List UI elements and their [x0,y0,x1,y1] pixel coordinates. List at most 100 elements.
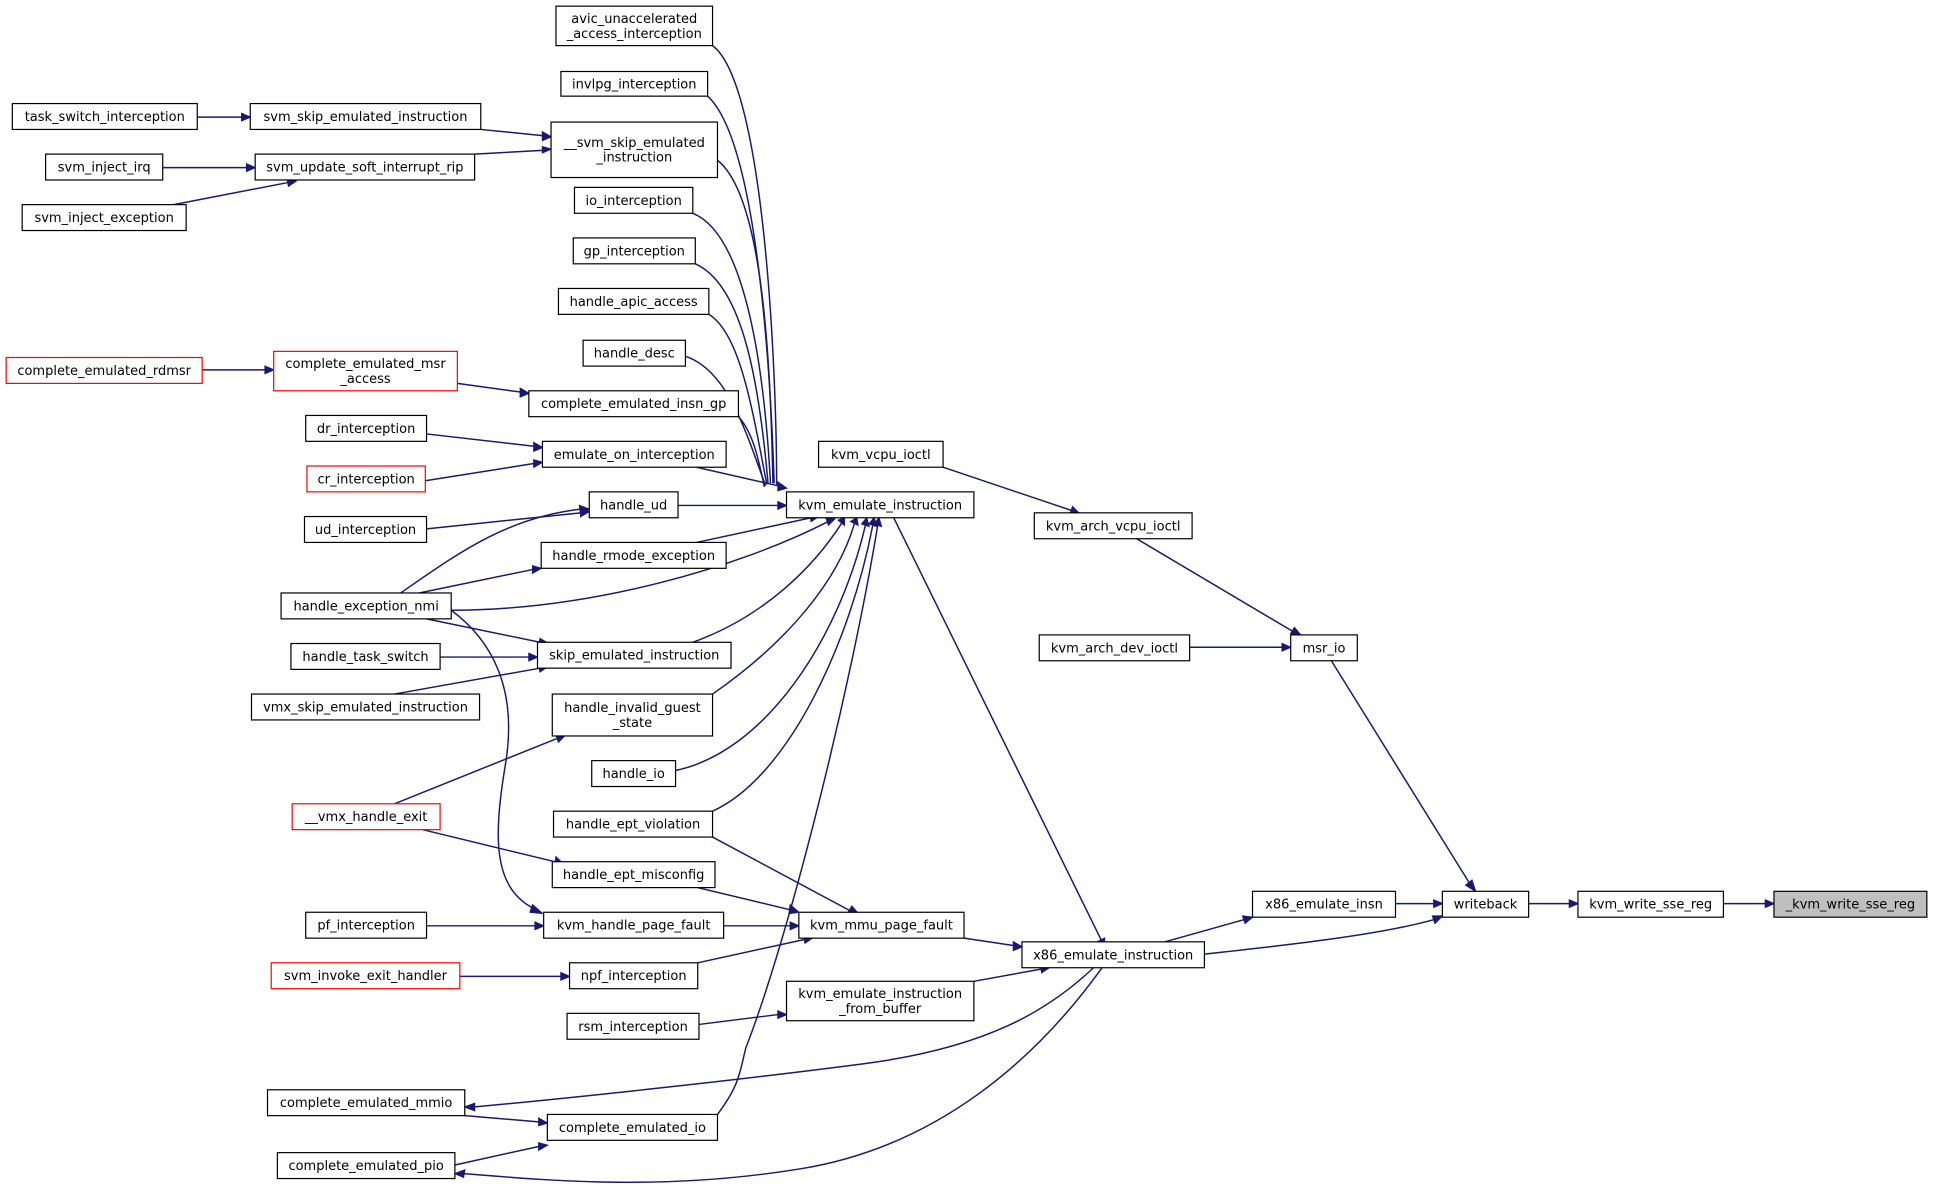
node-box[interactable] [1441,890,1530,918]
node-box[interactable] [290,642,441,670]
function-node-svm-inject-irq[interactable]: svm_inject_irq [45,153,164,181]
node-box[interactable] [573,186,694,214]
function-node-avic-unaccelerated-access-interception[interactable]: avic_unaccelerated_access_interception [555,5,714,47]
node-box[interactable] [249,102,482,131]
node-box[interactable] [546,1113,719,1141]
function-node-writeback[interactable]: writeback [1441,890,1530,918]
node-box[interactable] [1577,890,1725,918]
function-node-dr-interception[interactable]: dr_interception [305,414,428,442]
function-node-vmx-skip-emulated-instruction[interactable]: vmx_skip_emulated_instruction [250,693,481,721]
function-node-complete-emulated-mmio[interactable]: complete_emulated_mmio [266,1089,466,1117]
function-node-pf-interception[interactable]: pf_interception [305,911,428,939]
function-node-skip-emulated-instruction[interactable]: skip_emulated_instruction [536,641,732,669]
function-node-kvm-write-sse-reg[interactable]: _kvm_write_sse_reg [1773,890,1928,918]
node-box[interactable] [528,390,740,418]
function-node-handle-desc[interactable]: handle_desc [582,339,687,367]
node-box[interactable] [280,592,452,620]
node-box[interactable] [45,153,164,181]
function-node-vmx-handle-exit[interactable]: __vmx_handle_exit [291,803,441,831]
node-box[interactable] [540,541,727,569]
node-box[interactable] [1038,634,1191,662]
function-node-handle-ud[interactable]: handle_ud [588,491,679,519]
node-box[interactable] [591,760,677,788]
node-box[interactable] [568,962,699,990]
node-box[interactable] [560,70,709,97]
function-node-svm-invoke-exit-handler[interactable]: svm_invoke_exit_handler [270,962,461,990]
function-node-ud-interception[interactable]: ud_interception [303,515,428,544]
function-node-kvm-arch-vcpu-ioctl[interactable]: kvm_arch_vcpu_ioctl [1033,512,1193,540]
node-box[interactable] [266,1089,466,1117]
node-box[interactable] [557,287,710,315]
function-node-svm-inject-exception[interactable]: svm_inject_exception [21,204,187,232]
function-node-complete-emulated-rdmsr[interactable]: complete_emulated_rdmsr [5,356,203,384]
node-box[interactable] [1290,634,1358,662]
function-node-msr-io[interactable]: msr_io [1290,634,1358,662]
function-node-io-interception[interactable]: io_interception [573,186,694,214]
node-box[interactable] [270,962,461,990]
node-box[interactable] [785,980,975,1022]
node-box[interactable] [1033,512,1193,540]
function-node-kvm-emulate-instruction-from-buffer[interactable]: kvm_emulate_instruction_from_buffer [785,980,975,1022]
node-box[interactable] [541,440,727,468]
function-node-handle-apic-access[interactable]: handle_apic_access [557,287,710,315]
node-box[interactable] [291,803,441,831]
node-box[interactable] [1021,941,1206,969]
function-node-x86-emulate-instruction[interactable]: x86_emulate_instruction [1021,941,1206,969]
node-box[interactable] [551,693,714,737]
function-node-kvm-emulate-instruction[interactable]: kvm_emulate_instruction [785,491,975,519]
function-node-handle-exception-nmi[interactable]: handle_exception_nmi [280,592,452,620]
function-node-kvm-mmu-page-fault[interactable]: kvm_mmu_page_fault [798,911,965,939]
function-node-handle-ept-misconfig[interactable]: handle_ept_misconfig [551,861,716,889]
node-box[interactable] [303,515,428,544]
function-node-handle-task-switch[interactable]: handle_task_switch [290,642,441,670]
node-box[interactable] [5,356,203,384]
node-box[interactable] [276,1152,456,1180]
function-node-kvm-arch-dev-ioctl[interactable]: kvm_arch_dev_ioctl [1038,634,1191,662]
node-box[interactable] [11,102,198,131]
function-node-complete-emulated-insn-gp[interactable]: complete_emulated_insn_gp [528,390,740,418]
node-box[interactable] [798,911,965,939]
node-box[interactable] [785,491,975,519]
function-node-svm-skip-emulated-instruction[interactable]: __svm_skip_emulated_instruction [550,121,719,179]
node-box[interactable] [552,810,714,838]
node-box[interactable] [305,911,428,939]
node-box[interactable] [817,440,944,468]
function-node-svm-update-soft-interrupt-rip[interactable]: svm_update_soft_interrupt_rip [254,153,476,181]
function-node-cr-interception[interactable]: cr_interception [306,465,426,493]
function-node-handle-invalid-guest-state[interactable]: handle_invalid_guest_state [551,693,714,737]
node-box[interactable] [21,204,187,232]
function-node-handle-io[interactable]: handle_io [591,760,677,788]
function-node-complete-emulated-pio[interactable]: complete_emulated_pio [276,1152,456,1180]
function-node-handle-ept-violation[interactable]: handle_ept_violation [552,810,714,838]
function-node-svm-skip-emulated-instruction[interactable]: svm_skip_emulated_instruction [249,102,482,131]
function-node-gp-interception[interactable]: gp_interception [572,237,696,265]
node-box[interactable] [250,693,481,721]
function-node-handle-rmode-exception[interactable]: handle_rmode_exception [540,541,727,569]
function-node-x86-emulate-insn[interactable]: x86_emulate_insn [1251,890,1397,918]
node-box[interactable] [555,5,714,47]
node-box[interactable] [536,641,732,669]
function-node-invlpg-interception[interactable]: invlpg_interception [560,70,709,97]
function-node-complete-emulated-io[interactable]: complete_emulated_io [546,1113,719,1141]
node-box[interactable] [566,1012,700,1040]
node-box[interactable] [1251,890,1397,918]
function-node-npf-interception[interactable]: npf_interception [568,962,699,990]
node-box[interactable] [273,350,458,392]
node-box[interactable] [305,414,428,442]
function-node-kvm-handle-page-fault[interactable]: kvm_handle_page_fault [543,911,725,939]
node-box[interactable] [551,861,716,889]
node-box[interactable] [1773,890,1928,918]
node-box[interactable] [588,491,679,519]
function-node-kvm-write-sse-reg[interactable]: kvm_write_sse_reg [1577,890,1725,918]
node-box[interactable] [572,237,696,265]
node-box[interactable] [582,339,687,367]
node-box[interactable] [254,153,476,181]
node-box[interactable] [306,465,426,493]
node-box[interactable] [550,121,719,179]
node-box[interactable] [543,911,725,939]
function-node-complete-emulated-msr-access[interactable]: complete_emulated_msr_access [273,350,458,392]
function-node-emulate-on-interception[interactable]: emulate_on_interception [541,440,727,468]
function-node-task-switch-interception[interactable]: task_switch_interception [11,102,198,131]
function-node-rsm-interception[interactable]: rsm_interception [566,1012,700,1040]
function-node-kvm-vcpu-ioctl[interactable]: kvm_vcpu_ioctl [817,440,944,468]
